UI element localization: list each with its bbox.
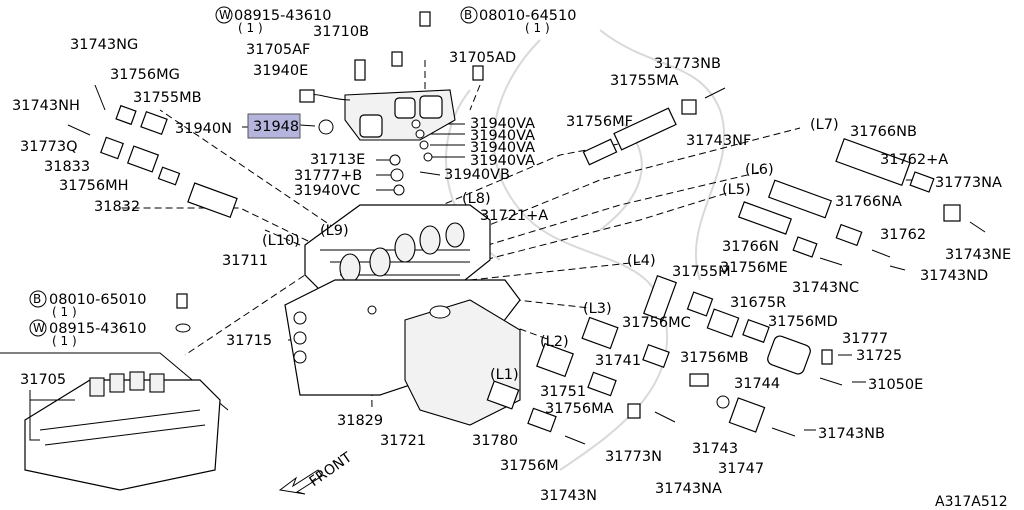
highlighted-part-box[interactable] bbox=[247, 113, 301, 139]
b-symbol: B bbox=[464, 8, 472, 22]
part-label[interactable]: 31710B bbox=[313, 24, 369, 40]
part-label[interactable]: 31747 bbox=[718, 461, 764, 477]
part-label[interactable]: 31725 bbox=[856, 348, 902, 364]
part-label[interactable]: 31755MB bbox=[133, 90, 202, 106]
right-parts bbox=[486, 87, 986, 445]
part-label[interactable]: 31743NH bbox=[12, 98, 80, 114]
front-label: FRONT bbox=[307, 449, 356, 490]
part-label[interactable]: 31715 bbox=[226, 333, 272, 349]
part-label[interactable]: 31780 bbox=[472, 433, 518, 449]
part-label[interactable]: 31756MD bbox=[768, 314, 838, 330]
part-label[interactable]: 31829 bbox=[337, 413, 383, 429]
part-label[interactable]: 31743 bbox=[692, 441, 738, 457]
section-label-l8: (L8) bbox=[462, 191, 491, 207]
part-label[interactable]: 31940VA bbox=[470, 140, 535, 156]
left-parts bbox=[67, 84, 238, 219]
part-label[interactable]: 31744 bbox=[734, 376, 780, 392]
part-label[interactable]: 31766NB bbox=[850, 124, 917, 140]
fastener-w2-code: 08915-43610 bbox=[49, 321, 147, 337]
highlighted-part-label[interactable]: 31948 bbox=[253, 119, 299, 135]
part-label[interactable]: 31773NB bbox=[654, 56, 721, 72]
part-label[interactable]: 31773Q bbox=[20, 139, 78, 155]
part-label[interactable]: 31756MC bbox=[622, 315, 691, 331]
front-indicator: FRONT bbox=[278, 449, 356, 495]
part-label[interactable]: 31743NC bbox=[792, 280, 859, 296]
section-label-l10: (L10) bbox=[262, 233, 300, 249]
part-label[interactable]: 31833 bbox=[44, 159, 90, 175]
section-labels: (L1) (L2) (L3) (L4) (L5) (L6) (L7) (L8) … bbox=[262, 117, 839, 383]
w-symbol-2: W bbox=[33, 321, 45, 335]
part-label[interactable]: 31940VC bbox=[294, 183, 360, 199]
part-label[interactable]: 31940VA bbox=[470, 128, 535, 144]
part-label[interactable]: 31773N bbox=[605, 449, 662, 465]
fastener-w2-qty: ( 1 ) bbox=[52, 334, 77, 348]
part-label[interactable]: 31940N bbox=[175, 121, 232, 137]
part-label[interactable]: 31705AF bbox=[246, 42, 310, 58]
part-label[interactable]: 31756ME bbox=[720, 260, 788, 276]
part-label[interactable]: 31741 bbox=[595, 353, 641, 369]
section-label-l3: (L3) bbox=[583, 301, 612, 317]
diagram-code: A317A512 bbox=[935, 494, 1008, 510]
part-label[interactable]: 31777+B bbox=[294, 168, 362, 184]
part-label[interactable]: 31743NF bbox=[686, 133, 751, 149]
part-label[interactable]: 31751 bbox=[540, 384, 586, 400]
section-label-l2: (L2) bbox=[540, 334, 569, 350]
section-label-l4: (L4) bbox=[627, 253, 656, 269]
fastener-w1-qty: ( 1 ) bbox=[238, 21, 263, 35]
part-label[interactable]: 31777 bbox=[842, 331, 888, 347]
part-label[interactable]: 31755MA bbox=[610, 73, 679, 89]
fastener-b2-qty: ( 1 ) bbox=[52, 305, 77, 319]
inset-assembly-31705 bbox=[0, 352, 229, 491]
part-label[interactable]: 31743NA bbox=[655, 481, 722, 497]
part-label[interactable]: 31762 bbox=[880, 227, 926, 243]
part-label[interactable]: 31721+A bbox=[480, 208, 548, 224]
part-label[interactable]: 31743NB bbox=[818, 426, 885, 442]
part-label[interactable]: 31756MH bbox=[59, 178, 129, 194]
part-labels: 31743NG 31756MG 31755MB 31743NH 31940N 3… bbox=[12, 24, 1011, 504]
part-label[interactable]: 31675R bbox=[730, 295, 786, 311]
part-label[interactable]: 31756M bbox=[500, 458, 559, 474]
part-label[interactable]: 31773NA bbox=[935, 175, 1002, 191]
part-label[interactable]: 31756MG bbox=[110, 67, 180, 83]
part-label[interactable]: 31050E bbox=[868, 377, 923, 393]
part-label[interactable]: 31743NE bbox=[945, 247, 1011, 263]
part-label[interactable]: 31711 bbox=[222, 253, 268, 269]
part-label[interactable]: 31721 bbox=[380, 433, 426, 449]
fastener-b2-code: 08010-65010 bbox=[49, 292, 147, 308]
section-label-l7: (L7) bbox=[810, 117, 839, 133]
part-label[interactable]: 31940E bbox=[253, 63, 308, 79]
part-label[interactable]: 31755M bbox=[672, 264, 731, 280]
part-label[interactable]: 31756MB bbox=[680, 350, 749, 366]
part-label[interactable]: 31705AD bbox=[449, 50, 516, 66]
part-label[interactable]: 31940VA bbox=[470, 116, 535, 132]
b-symbol-2: B bbox=[33, 292, 41, 306]
part-label[interactable]: 31766NA bbox=[835, 194, 902, 210]
part-label[interactable]: 31766N bbox=[722, 239, 779, 255]
w-symbol: W bbox=[219, 8, 231, 22]
section-label-l1: (L1) bbox=[490, 367, 519, 383]
fastener-b1-code: 08010-64510 bbox=[479, 8, 577, 24]
part-label[interactable]: 31713E bbox=[310, 152, 365, 168]
part-label[interactable]: 31743ND bbox=[920, 268, 988, 284]
fastener-w1-code: 08915-43610 bbox=[234, 8, 332, 24]
part-label[interactable]: 31743NG bbox=[70, 37, 138, 53]
part-label[interactable]: 31705 bbox=[20, 372, 66, 388]
part-label[interactable]: 31762+A bbox=[880, 152, 948, 168]
valve-body-assembly bbox=[175, 11, 521, 426]
part-label[interactable]: 31940VB bbox=[444, 167, 510, 183]
fastener-callouts: W 08915-43610 ( 1 ) B 08010-64510 ( 1 ) … bbox=[29, 6, 577, 348]
section-label-l6: (L6) bbox=[745, 162, 774, 178]
section-label-l9: (L9) bbox=[320, 223, 349, 239]
part-label[interactable]: 31940VA bbox=[470, 153, 535, 169]
part-label[interactable]: 31832 bbox=[94, 199, 140, 215]
part-label[interactable]: 31756MA bbox=[545, 401, 614, 417]
part-label[interactable]: 31743N bbox=[540, 488, 597, 504]
fastener-b1-qty: ( 1 ) bbox=[525, 21, 550, 35]
part-label[interactable]: 31756MF bbox=[566, 114, 633, 130]
section-label-l5: (L5) bbox=[722, 182, 751, 198]
